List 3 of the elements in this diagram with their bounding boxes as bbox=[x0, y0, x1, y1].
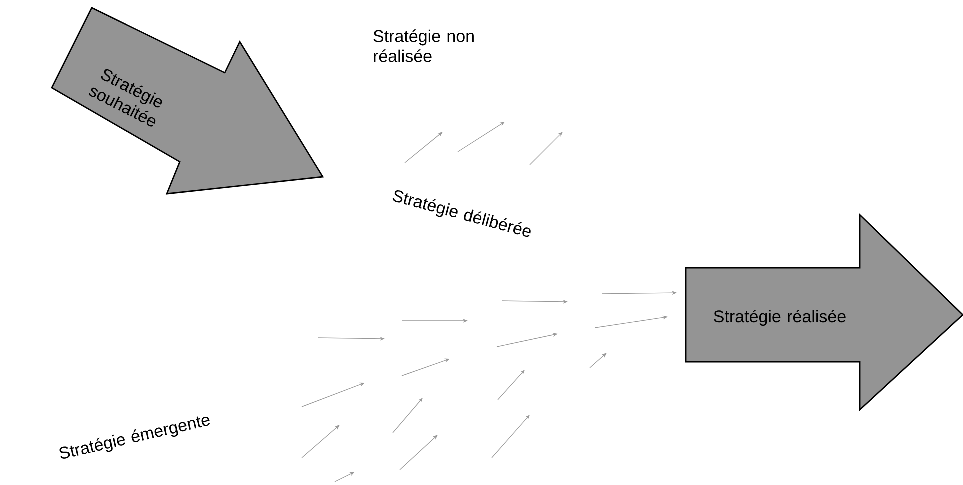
label: Stratégie émergente bbox=[60, 416, 210, 459]
label: Stratégie délibérée bbox=[392, 190, 531, 238]
label: Stratégie non réalisée bbox=[374, 30, 474, 62]
